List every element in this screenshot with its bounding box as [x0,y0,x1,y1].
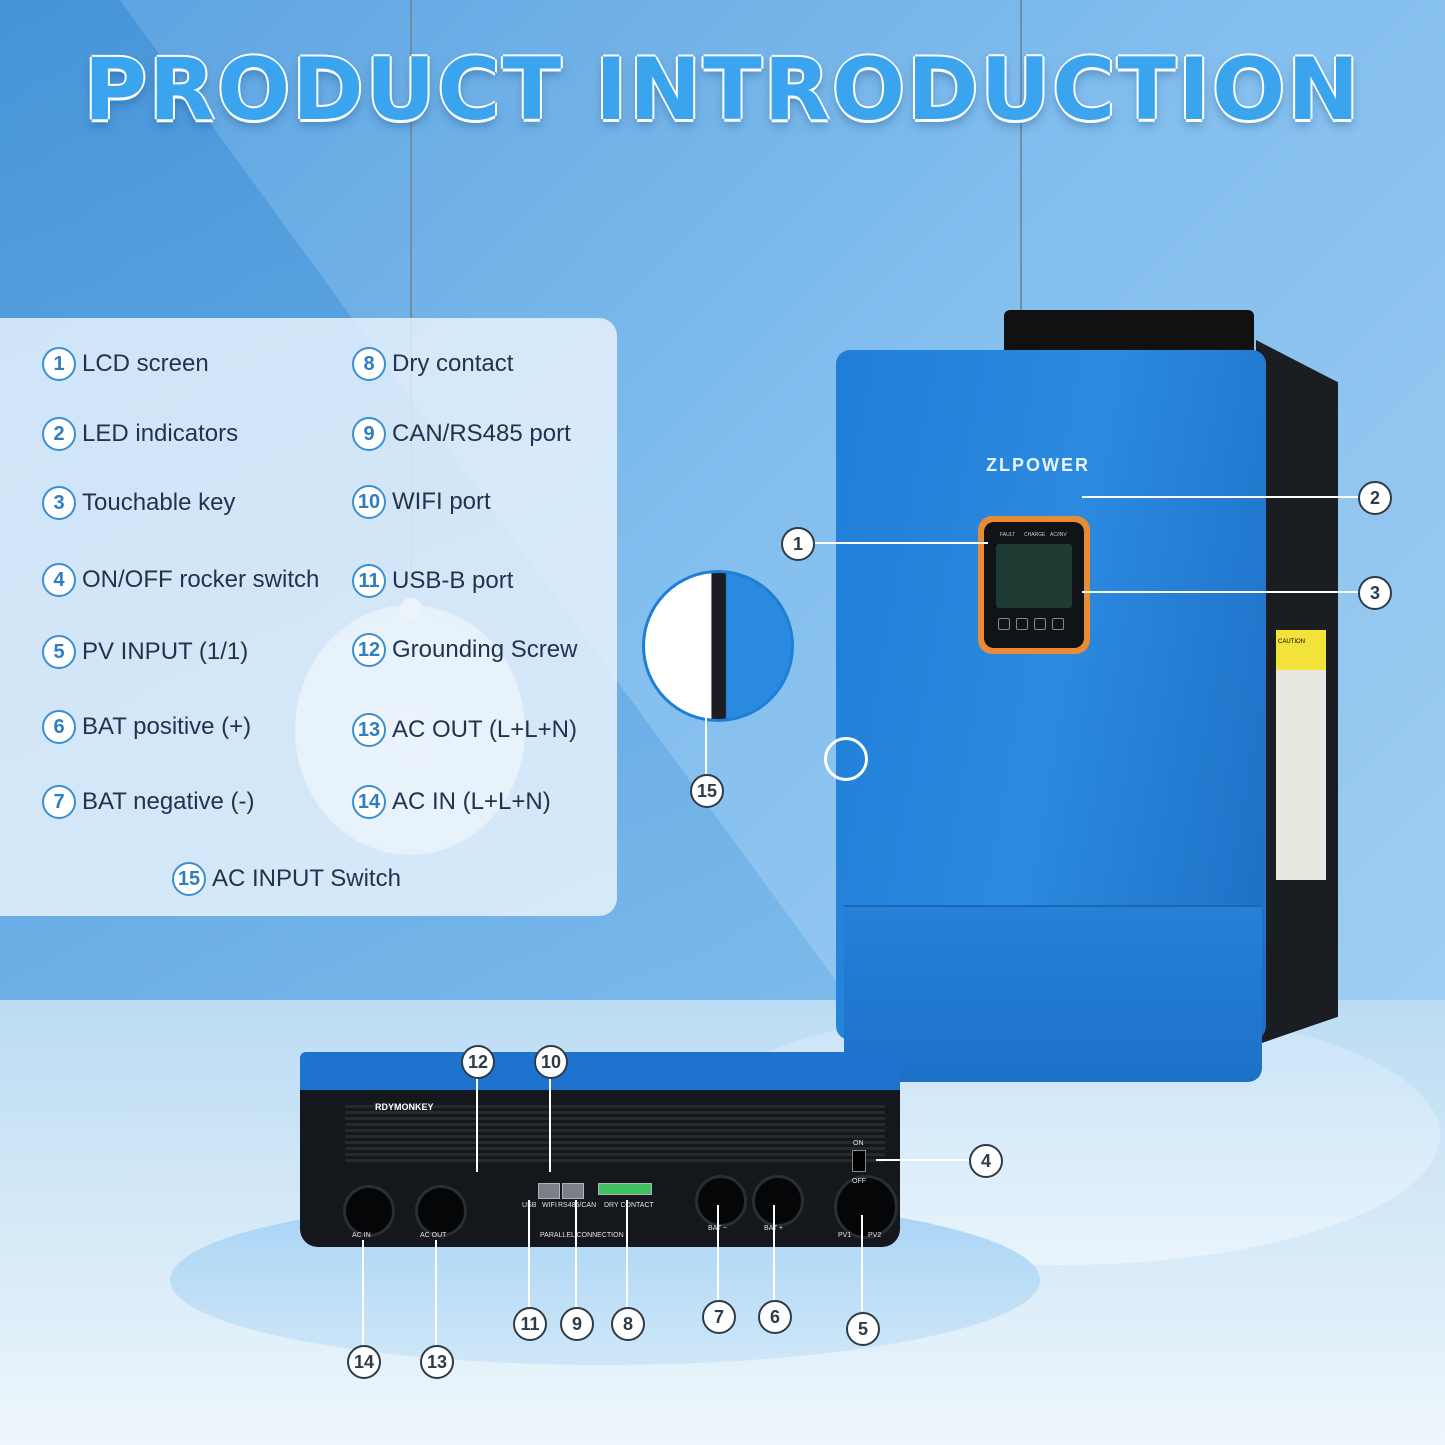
callout-badge: 6 [758,1300,792,1334]
callout-badge: 15 [690,774,724,808]
callout-line [362,1240,364,1348]
port-label: RS485/CAN [558,1202,597,1209]
callout-badge: 10 [534,1045,568,1079]
callout-line [1082,496,1360,498]
bottom-panel: RDYMONKEY AC IN AC OUT USB WIFI RS485/CA… [300,1090,900,1247]
rs485-port[interactable] [562,1183,584,1199]
touch-key[interactable] [1052,618,1064,630]
touch-key[interactable] [1034,618,1046,630]
caution-sticker: CAUTION [1276,630,1326,670]
pv-input-port[interactable] [834,1175,898,1239]
port-label: OFF [852,1178,866,1185]
callout-badge: 8 [611,1307,645,1341]
spec-label [1276,630,1326,880]
port-label: WIFI [542,1202,557,1209]
bat-positive-port[interactable] [752,1175,804,1227]
callout-line [717,1205,719,1301]
touch-key[interactable] [1016,618,1028,630]
inverter-bottom-view: RDYMONKEY AC IN AC OUT USB WIFI RS485/CA… [300,1052,900,1247]
brand-logo: ZLPOWER [986,455,1090,475]
port-label: AC IN [352,1232,371,1239]
hanging-cord [1020,0,1022,330]
inverter-front-view: ZLPOWER FAULT CHARGE AC/INV CAUTION [836,310,1338,1082]
vent-grille [345,1105,885,1165]
port-label: PV1 [838,1232,852,1239]
bottom-cover [300,1052,900,1090]
lcd-screen: FAULT CHARGE AC/INV [984,522,1084,648]
inverter-front-cover: ZLPOWER FAULT CHARGE AC/INV [836,350,1266,1082]
callout-line [528,1200,530,1308]
callout-badge: 1 [781,527,815,561]
callout-badge: 7 [702,1300,736,1334]
callout-line [705,655,707,775]
callout-line [773,1205,775,1301]
callout-badge: 9 [560,1307,594,1341]
callout-badge: 14 [347,1345,381,1379]
port-label: DRY CONTACT [604,1202,654,1209]
hanging-cord [410,0,412,600]
control-panel: FAULT CHARGE AC/INV [978,516,1090,654]
rocker-switch[interactable] [852,1150,866,1172]
callout-badge: 13 [420,1345,454,1379]
page-title: PRODUCT INTRODUCTION [83,40,1362,140]
callout-badge: 4 [969,1144,1003,1178]
callout-line [876,1159,972,1161]
callout-line [476,1072,478,1172]
inverter-bottom-cover [844,905,1262,1082]
wifi-port[interactable] [538,1183,560,1199]
callout-line [575,1200,577,1308]
callout-badge: 2 [1358,481,1392,515]
led-charge: CHARGE [1024,532,1046,538]
callout-line [626,1200,628,1308]
callout-line [435,1240,437,1348]
dry-contact-terminal[interactable] [598,1183,652,1195]
port-label: ON [853,1140,864,1147]
callout-line [812,542,988,544]
led-ac-inv: AC/INV [1050,532,1067,538]
port-label: AC OUT [420,1232,447,1239]
bottom-brand: RDYMONKEY [375,1102,434,1112]
callout-badge: 5 [846,1312,880,1346]
callout-badge: 12 [461,1045,495,1079]
callout-line [861,1215,863,1311]
zoom-target-ring [824,737,868,781]
led-fault: FAULT [1000,532,1016,538]
bat-negative-port[interactable] [695,1175,747,1227]
callout-line [1082,591,1360,593]
touch-key[interactable] [998,618,1010,630]
callout-badge: 11 [513,1307,547,1341]
ac-out-port[interactable] [415,1185,467,1237]
port-label: PV2 [868,1232,882,1239]
port-label: PARALLEL CONNECTION [540,1232,624,1239]
ac-input-switch-zoom [642,570,794,722]
ac-in-port[interactable] [343,1185,395,1237]
lcd-display [996,544,1072,608]
callout-badge: 3 [1358,576,1392,610]
mounting-bracket [1004,310,1254,350]
callout-line [549,1072,551,1172]
